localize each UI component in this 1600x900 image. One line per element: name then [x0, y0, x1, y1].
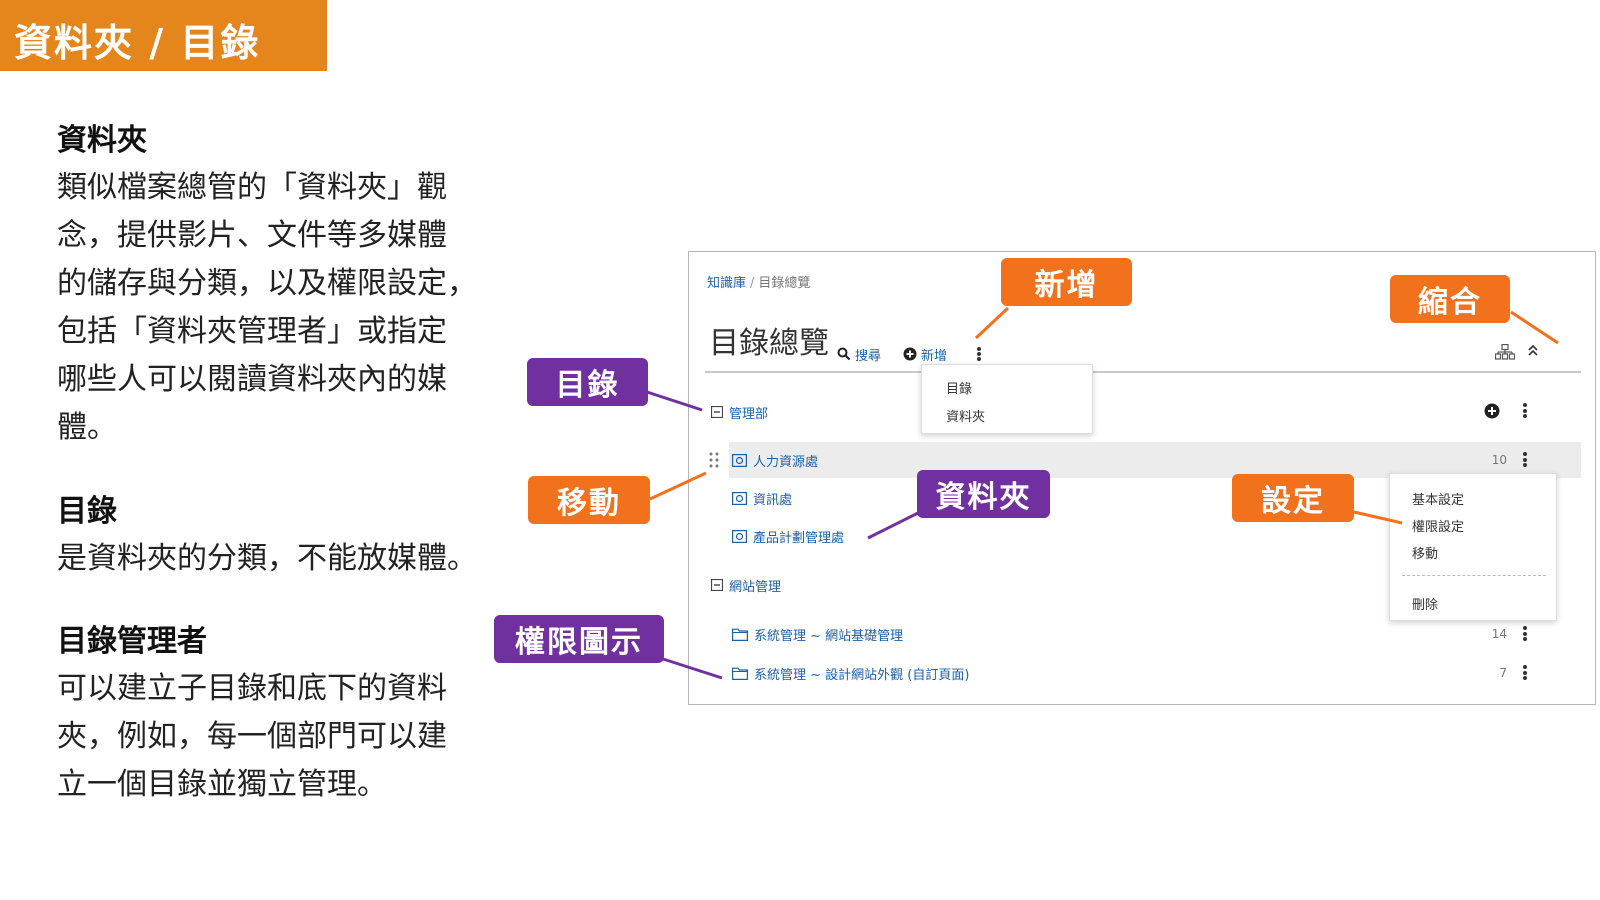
callout-add: 新增	[1001, 258, 1132, 306]
section-body-manager-line: 夾，例如，每一個部門可以建	[57, 719, 447, 754]
slide-title-banner: 資料夾 / 目錄	[0, 0, 327, 71]
slide-title: 資料夾 / 目錄	[14, 21, 261, 65]
plus-circle-icon	[903, 347, 917, 361]
collapse-box-icon[interactable]	[711, 406, 723, 418]
callout-folder: 資料夾	[917, 470, 1050, 518]
breadcrumb-knowledge-base-link[interactable]: 知識庫	[707, 276, 747, 291]
search-button[interactable]: 搜尋	[837, 343, 881, 365]
collapse-box-icon[interactable]	[711, 579, 723, 591]
add-menu-item-catalog[interactable]: 目錄	[946, 382, 973, 397]
callout-permission-icon: 權限圖示	[494, 615, 664, 663]
folder-icon	[732, 667, 748, 680]
section-body-folder-line: 體。	[57, 410, 117, 445]
callout-collapse: 縮合	[1390, 275, 1510, 323]
folder-row[interactable]: 人力資源處	[732, 450, 818, 470]
item-count: 7	[1499, 666, 1507, 680]
callout-move: 移動	[528, 476, 650, 524]
section-body-catalog-line: 是資料夾的分類，不能放媒體。	[57, 541, 477, 576]
add-dropdown-menu: 目錄 資料夾	[921, 364, 1093, 434]
callout-catalog: 目錄	[527, 358, 648, 406]
section-body-folder-line: 包括「資料夾管理者」或指定	[57, 314, 447, 349]
section-body-folder-line: 念，提供影片、文件等多媒體	[57, 218, 447, 253]
row-more-icon[interactable]	[1521, 665, 1529, 680]
menu-item-move[interactable]: 移動	[1412, 547, 1439, 562]
section-title-catalog: 目錄	[57, 494, 117, 529]
org-chart-icon[interactable]	[1495, 344, 1515, 360]
add-button[interactable]: 新增	[903, 343, 947, 365]
folder-label: 人力資源處	[753, 454, 819, 470]
section-body-folder-line: 類似檔案總管的「資料夾」觀	[57, 170, 447, 205]
toolbar-more-icon[interactable]	[975, 347, 983, 361]
folder-row[interactable]: 系統管理 ~ 設計網站外觀 (自訂頁面)	[732, 663, 969, 683]
search-icon	[837, 347, 851, 361]
drag-handle-icon[interactable]	[709, 452, 719, 468]
folder-row[interactable]: 產品計劃管理處	[732, 526, 844, 546]
item-count: 14	[1491, 627, 1507, 641]
catalog-label: 網站管理	[729, 579, 782, 595]
breadcrumb-current: 目錄總覽	[758, 276, 811, 291]
folder-row[interactable]: 系統管理 ~ 網站基礎管理	[732, 624, 903, 644]
folder-label: 系統管理 ~ 網站基礎管理	[754, 628, 904, 644]
catalog-more-icon[interactable]	[1521, 403, 1529, 418]
section-title-catalog-manager: 目錄管理者	[57, 624, 207, 659]
folder-label: 產品計劃管理處	[753, 530, 845, 546]
catalog-label: 管理部	[729, 406, 769, 422]
menu-item-permission-settings[interactable]: 權限設定	[1412, 520, 1465, 535]
breadcrumb-separator: /	[750, 276, 755, 291]
folder-icon	[732, 628, 748, 641]
breadcrumb: 知識庫/目錄總覽	[707, 272, 810, 291]
plus-circle-icon[interactable]	[1484, 403, 1500, 419]
row-more-icon[interactable]	[1521, 626, 1529, 641]
search-label: 搜尋	[855, 348, 882, 364]
section-body-manager-line: 可以建立子目錄和底下的資料	[57, 671, 447, 706]
section-body-folder-line: 哪些人可以閱讀資料夾內的媒	[57, 362, 447, 397]
description-column: 資料夾 類似檔案總管的「資料夾」觀 念，提供影片、文件等多媒體 的儲存與分類，以…	[57, 118, 527, 809]
row-more-icon[interactable]	[1521, 452, 1529, 467]
menu-item-basic-settings[interactable]: 基本設定	[1412, 493, 1465, 508]
page-title: 目錄總覽	[709, 326, 829, 361]
add-menu-item-folder[interactable]: 資料夾	[946, 410, 986, 425]
add-label: 新增	[921, 348, 948, 364]
item-count: 10	[1491, 453, 1507, 467]
section-body-folder-line: 的儲存與分類，以及權限設定，	[57, 266, 477, 301]
restricted-folder-icon	[732, 529, 747, 543]
section-title-folder: 資料夾	[57, 123, 147, 158]
catalog-row[interactable]: 網站管理	[711, 575, 781, 595]
catalog-overview-screenshot: 知識庫/目錄總覽 目錄總覽 搜尋 新增 目錄 資料夾 管理部	[688, 251, 1596, 705]
menu-item-delete[interactable]: 刪除	[1412, 598, 1439, 613]
folder-label: 資訊處	[753, 492, 793, 508]
restricted-folder-icon	[732, 453, 747, 467]
row-context-menu: 基本設定 權限設定 移動 刪除	[1389, 473, 1557, 621]
header-divider	[705, 371, 1581, 373]
menu-divider	[1402, 575, 1546, 576]
section-body-manager-line: 立一個目錄並獨立管理。	[57, 767, 387, 802]
catalog-row[interactable]: 管理部	[711, 402, 768, 422]
collapse-icon[interactable]	[1527, 344, 1539, 358]
folder-label: 系統管理 ~ 設計網站外觀 (自訂頁面)	[754, 667, 970, 683]
folder-row[interactable]: 資訊處	[732, 488, 792, 508]
restricted-folder-icon	[732, 491, 747, 505]
highlighted-row	[729, 442, 1581, 478]
callout-settings: 設定	[1232, 474, 1354, 522]
